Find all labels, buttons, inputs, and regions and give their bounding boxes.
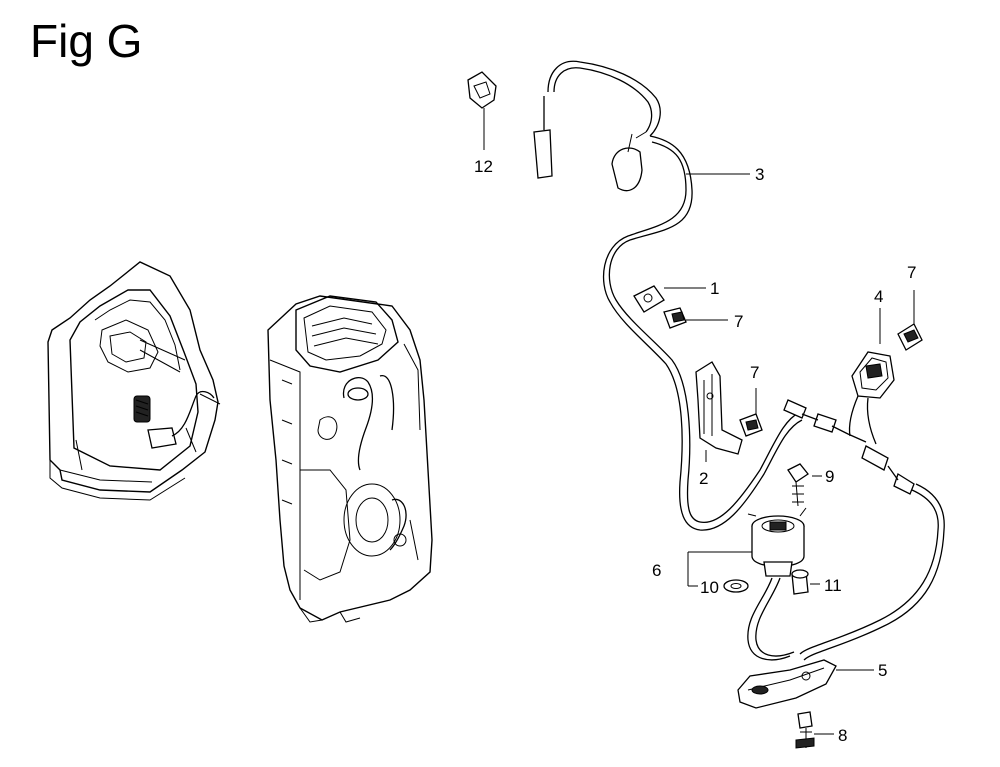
part-8-bolt <box>795 711 815 749</box>
callout-labels: 12 3 1 7 4 7 7 2 9 6 10 11 5 8 <box>474 157 916 745</box>
callout-7-a: 7 <box>734 312 743 331</box>
wiring-harness <box>533 60 945 661</box>
part-1-plate <box>633 285 665 313</box>
part-7-bolt-a <box>663 307 687 329</box>
part-4-module <box>848 308 895 445</box>
callout-11: 11 <box>824 576 842 595</box>
callout-2: 2 <box>699 469 708 488</box>
part-5-plate <box>737 659 837 709</box>
part-7-bolt-b <box>897 290 923 351</box>
callout-1: 1 <box>710 279 719 298</box>
callout-6: 6 <box>652 561 661 580</box>
part-6-sensor <box>747 507 807 661</box>
part-10-washer <box>723 579 749 593</box>
callout-7-b: 7 <box>907 263 916 282</box>
part-2-bracket <box>695 361 743 462</box>
callout-7-c: 7 <box>750 363 759 382</box>
engine-rear-view <box>47 261 221 501</box>
callout-8: 8 <box>838 726 847 745</box>
figure-title: Fig G <box>30 15 143 67</box>
callout-9: 9 <box>825 467 834 486</box>
callout-12: 12 <box>474 157 493 176</box>
callout-leaders <box>664 173 874 735</box>
callout-3: 3 <box>755 165 764 184</box>
callout-10: 10 <box>700 578 719 597</box>
part-12-connector-clip <box>467 71 497 150</box>
part-9-bolt <box>787 463 809 507</box>
callout-5: 5 <box>878 661 887 680</box>
part-7-bolt-c <box>739 388 763 437</box>
callout-4: 4 <box>874 287 883 306</box>
engine-side-view <box>267 295 433 623</box>
part-11-cap <box>791 569 809 595</box>
